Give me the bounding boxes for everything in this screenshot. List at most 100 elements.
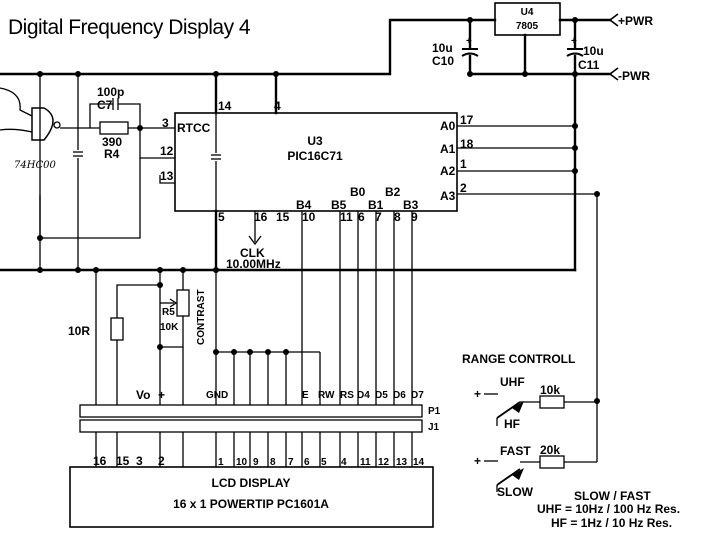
pin17: 17 bbox=[460, 113, 474, 127]
pin6: 6 bbox=[358, 210, 365, 224]
r4-ref: R4 bbox=[104, 147, 120, 161]
c11-ref: C11 bbox=[578, 58, 600, 72]
regulator-ref: U4 bbox=[521, 7, 534, 18]
pin12-loop bbox=[39, 158, 141, 270]
clk-label: CLK bbox=[240, 246, 265, 260]
sig-d7: D7 bbox=[411, 390, 424, 401]
r5-value: 10K bbox=[160, 322, 179, 333]
r-uhf-body bbox=[539, 395, 565, 409]
c11-plate2 bbox=[566, 52, 584, 57]
clk-freq: 10.00MHz bbox=[226, 257, 281, 271]
pin1: 1 bbox=[460, 157, 467, 171]
pin13: 13 bbox=[160, 169, 174, 183]
c10-plate2 bbox=[461, 52, 479, 57]
pin15: 15 bbox=[276, 210, 290, 224]
sig-e: E bbox=[302, 390, 309, 401]
r-uhf-value: 10k bbox=[540, 383, 560, 397]
pin13-wire bbox=[159, 175, 175, 184]
pin2: 2 bbox=[460, 181, 467, 195]
lcd-model: 16 x 1 POWERTIP PC1601A bbox=[173, 497, 329, 511]
lcd-pin-13: 13 bbox=[396, 457, 408, 468]
regulator-box bbox=[494, 2, 561, 36]
gate-in1 bbox=[0, 87, 33, 117]
c10-ref: C10 bbox=[432, 54, 454, 68]
pin18: 18 bbox=[460, 137, 474, 151]
range-slow: SLOW bbox=[497, 485, 534, 499]
lcd-pin-15: 15 bbox=[116, 454, 130, 468]
lcd-pin-5: 5 bbox=[321, 457, 327, 468]
r5-ref: R5 bbox=[162, 307, 175, 318]
port-b3: B3 bbox=[403, 198, 419, 212]
uhf-switch-blade bbox=[496, 401, 521, 419]
lcd-pin-7: 7 bbox=[288, 457, 294, 468]
pwr-neg-arrow bbox=[608, 67, 619, 81]
pwr-pos-label: +PWR bbox=[618, 14, 653, 28]
diagram-title: Digital Frequency Display 4 bbox=[8, 16, 251, 39]
pin12: 12 bbox=[160, 144, 174, 158]
sig-plus: + bbox=[158, 388, 165, 402]
sig-gnd: GND bbox=[206, 390, 228, 401]
c11-plus: + bbox=[571, 36, 577, 47]
r4-value: 390 bbox=[102, 135, 122, 149]
sig-vo: Vo bbox=[136, 388, 150, 402]
lcd-title: LCD DISPLAY bbox=[212, 476, 291, 490]
range-plus2: + bbox=[474, 454, 481, 468]
clk-arrow bbox=[248, 235, 262, 246]
c10-plus: + bbox=[466, 36, 472, 47]
lcd-pin-6: 6 bbox=[304, 457, 310, 468]
lcd-pin-9: 9 bbox=[253, 457, 259, 468]
range-uhf: UHF bbox=[500, 375, 525, 389]
gate-bubble bbox=[53, 121, 61, 129]
mcu-box bbox=[174, 112, 458, 212]
port-b4: B4 bbox=[296, 198, 312, 212]
lcd-pin-numbers: 16 15 3 2 1 10 9 8 7 6 5 4 11 12 13 14 bbox=[93, 454, 425, 468]
connector-p1 bbox=[79, 404, 423, 418]
c7-left bbox=[89, 103, 113, 128]
sig-d6: D6 bbox=[393, 390, 406, 401]
r10-body bbox=[110, 317, 124, 341]
gate-label: 74HC00 bbox=[14, 160, 56, 171]
r5-wiper-arrow bbox=[169, 298, 178, 308]
port-a3: A3 bbox=[440, 189, 456, 203]
c7-value: 100p bbox=[97, 85, 124, 99]
data-bus bbox=[301, 211, 413, 405]
port-b5: B5 bbox=[331, 198, 347, 212]
pin14: 14 bbox=[218, 99, 232, 113]
gate-body bbox=[31, 107, 54, 141]
mcu-rtcc: RTCC bbox=[177, 121, 211, 135]
legend-title: SLOW / FAST bbox=[574, 489, 651, 503]
fast-switch-blade bbox=[496, 468, 521, 486]
lcd-pin-16: 16 bbox=[93, 454, 107, 468]
range-title: RANGE CONTROLL bbox=[462, 352, 575, 366]
pin16: 16 bbox=[254, 210, 268, 224]
uhf-switch-arrow bbox=[512, 401, 524, 413]
pin3: 3 bbox=[162, 116, 169, 130]
r5-label: CONTRAST bbox=[196, 289, 207, 345]
pwr-pos-arrow bbox=[608, 13, 619, 27]
lcd-pin-1: 1 bbox=[218, 457, 224, 468]
pin11: 11 bbox=[340, 210, 353, 224]
c11-value: 10u bbox=[583, 44, 604, 58]
sig-rs: RS bbox=[340, 390, 354, 401]
r-fast-value: 20k bbox=[540, 443, 560, 457]
c10-value: 10u bbox=[432, 41, 453, 55]
lcd-pin-10: 10 bbox=[236, 457, 248, 468]
port-b0: B0 bbox=[350, 185, 366, 199]
lcd-pin-3: 3 bbox=[136, 454, 143, 468]
pin10: 10 bbox=[302, 210, 316, 224]
supply-rail bbox=[0, 18, 497, 76]
pin8: 8 bbox=[394, 210, 401, 224]
pin9: 9 bbox=[411, 210, 418, 224]
fast-switch-arrow bbox=[512, 468, 524, 480]
pin7: 7 bbox=[375, 210, 382, 224]
lcd-pin-11: 11 bbox=[360, 457, 371, 468]
pwr-neg-label: -PWR bbox=[618, 69, 650, 83]
sig-rw: RW bbox=[318, 390, 335, 401]
legend-uhf: UHF = 10Hz / 100 Hz Res. bbox=[537, 502, 680, 516]
r10-top bbox=[116, 270, 161, 318]
lcd-pin-14: 14 bbox=[413, 457, 425, 468]
range-fast: FAST bbox=[500, 444, 531, 458]
r5-body bbox=[176, 289, 190, 317]
lcd-pin-4: 4 bbox=[341, 457, 347, 468]
